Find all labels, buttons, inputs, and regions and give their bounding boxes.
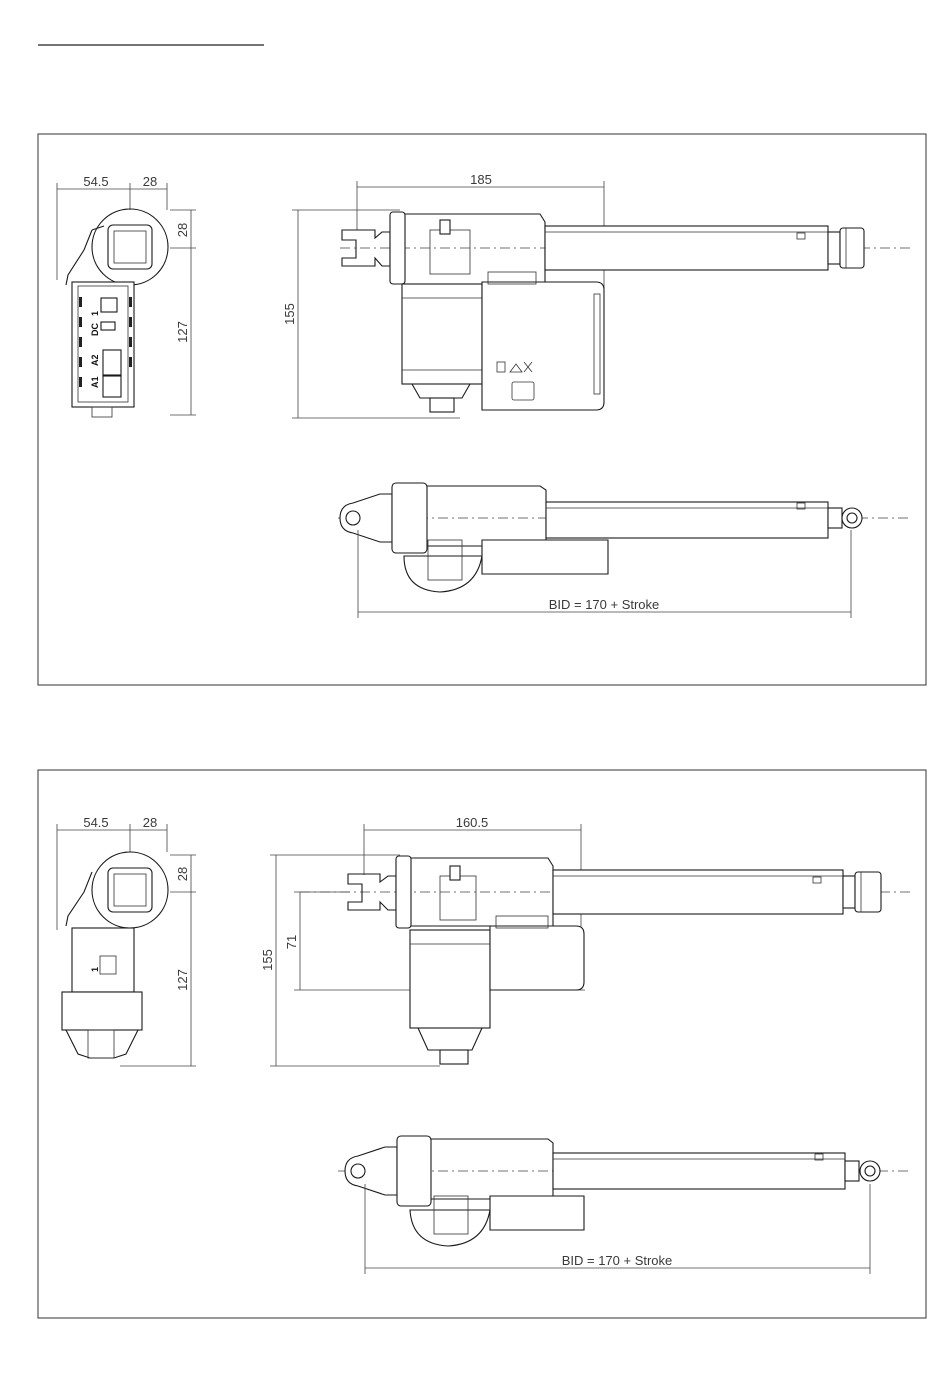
end-view-2-dim-height-main: 127 (175, 969, 190, 991)
side-view-2-dim-height-inner: 71 (284, 935, 299, 949)
side-view-1-dim-length: 185 (470, 172, 492, 187)
end-view-1-label-dc: DC (90, 323, 100, 336)
top-view-1: BID = 170 + Stroke (338, 483, 910, 618)
side-view-1: 185 155 (282, 172, 912, 418)
end-view-1-dim-width-right: 28 (143, 174, 157, 189)
end-view-1-dim-height-main: 127 (175, 321, 190, 343)
top-view-2-dim-bid: BID = 170 + Stroke (562, 1253, 673, 1268)
drawing-panel-2 (38, 770, 926, 1318)
end-view-2-dim-width-left: 54.5 (83, 815, 108, 830)
side-view-2: 160.5 155 71 (260, 815, 910, 1066)
side-view-2-dim-height: 155 (260, 949, 275, 971)
side-view-2-dim-length: 160.5 (456, 815, 489, 830)
end-view-1-label-a2: A2 (90, 354, 100, 366)
end-view-2-dim-width-right: 28 (143, 815, 157, 830)
end-view-2-label-one: 1 (90, 967, 100, 972)
top-view-1-dim-bid: BID = 170 + Stroke (549, 597, 660, 612)
end-view-1-dim-height-top: 28 (175, 223, 190, 237)
end-view-1-label-a1: A1 (90, 376, 100, 388)
side-view-1-dim-height: 155 (282, 303, 297, 325)
end-view-1-dim-width-left: 54.5 (83, 174, 108, 189)
top-view-2: BID = 170 + Stroke (338, 1136, 910, 1274)
end-view-1: 54.5 28 28 127 1 DC A2 A1 (57, 174, 196, 417)
end-view-1-label-one: 1 (90, 311, 100, 316)
end-view-2: 54.5 28 28 127 1 (57, 815, 196, 1066)
end-view-2-dim-height-top: 28 (175, 867, 190, 881)
